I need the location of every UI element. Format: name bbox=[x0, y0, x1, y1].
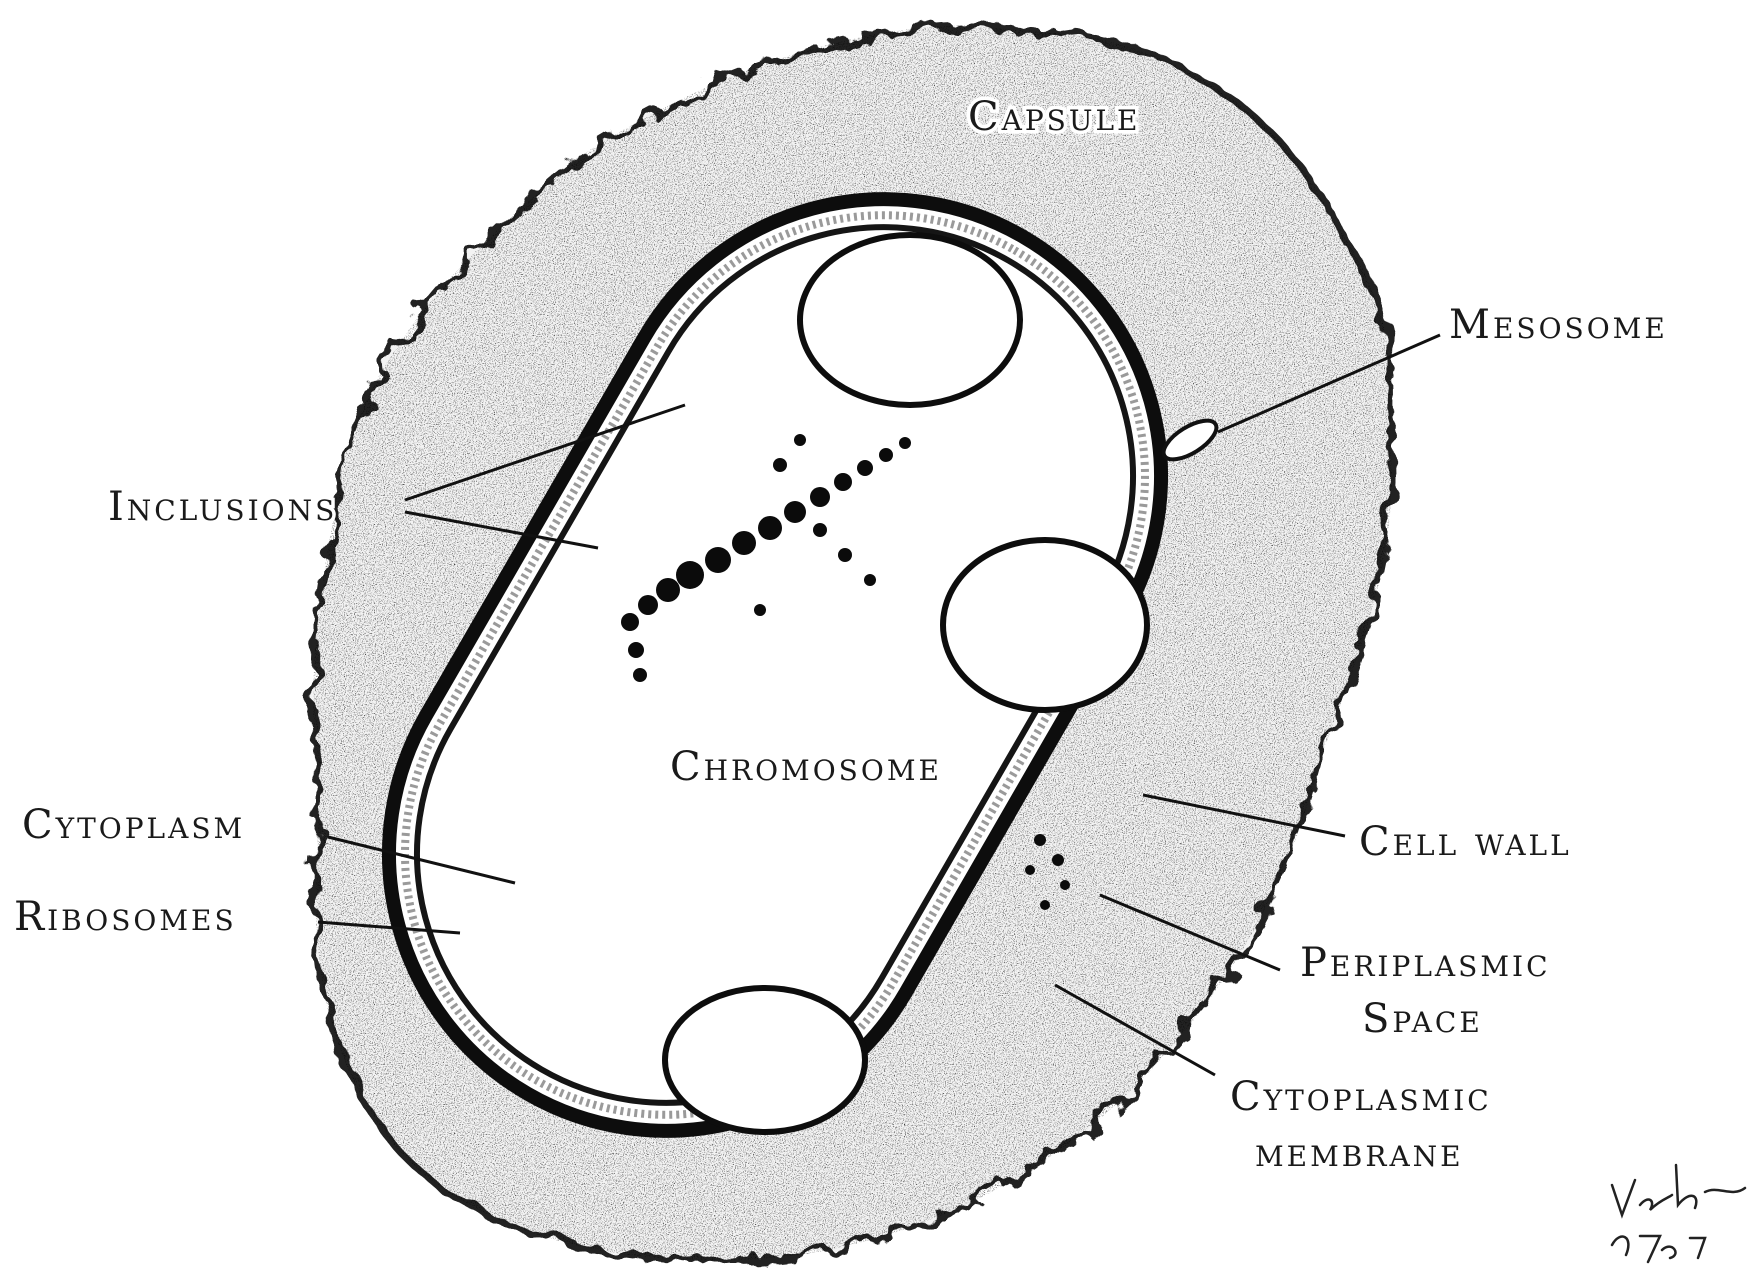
label-cytoplasm: Cytoplasm bbox=[22, 802, 245, 848]
label-cytoplasmic-line2: membrane bbox=[1255, 1130, 1464, 1176]
label-periplasmic-line2: Space bbox=[1362, 996, 1483, 1042]
artist-signature bbox=[1612, 1165, 1745, 1262]
label-chromosome: Chromosome bbox=[670, 744, 942, 790]
inclusion-top bbox=[800, 235, 1020, 405]
label-cell-wall: Cell wall bbox=[1359, 819, 1572, 865]
label-ribosomes: Ribosomes bbox=[14, 894, 237, 940]
label-periplasmic-line1: Periplasmic bbox=[1300, 940, 1551, 986]
inclusion-right bbox=[943, 540, 1147, 710]
label-capsule: Capsule bbox=[968, 94, 1140, 140]
label-cytoplasmic-line1: Cytoplasmic bbox=[1230, 1074, 1492, 1120]
inclusion-bottom bbox=[665, 988, 865, 1132]
label-inclusions: Inclusions bbox=[108, 484, 337, 530]
label-mesosome: Mesosome bbox=[1449, 302, 1668, 348]
